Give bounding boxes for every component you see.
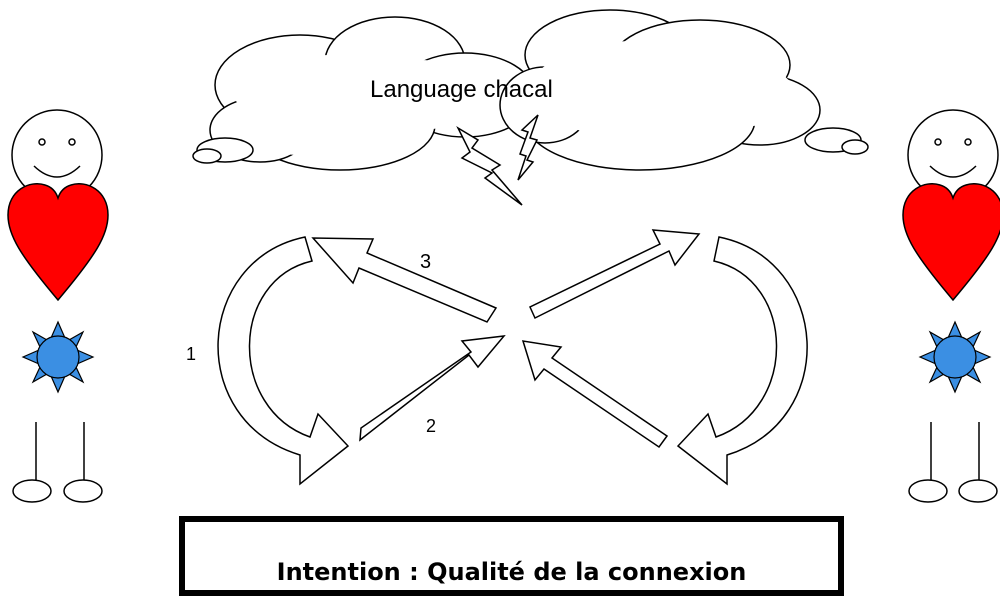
thought-cloud bbox=[192, 9, 869, 171]
lightning-bolt-icon bbox=[456, 126, 523, 206]
left-person-figure bbox=[7, 109, 109, 503]
heart-icon bbox=[7, 183, 109, 302]
right-foot bbox=[958, 479, 998, 503]
lightning-bolt-icon bbox=[517, 114, 539, 181]
cloud-label: Language chacal bbox=[370, 76, 553, 103]
sun-icon bbox=[918, 320, 992, 394]
curved-arrow-right bbox=[676, 236, 808, 486]
left-foot bbox=[908, 479, 948, 503]
right-person-figure bbox=[902, 109, 1000, 503]
sun-icon bbox=[21, 320, 95, 394]
step-label-1: 1 bbox=[186, 344, 196, 364]
straight-arrow-3 bbox=[311, 237, 498, 323]
left-foot bbox=[12, 479, 52, 503]
legs bbox=[908, 422, 998, 503]
curved-arrow-left bbox=[217, 236, 350, 486]
intention-box: Intention : Qualité de la connexion bbox=[179, 516, 844, 596]
step-label-2: 2 bbox=[426, 416, 436, 436]
step-label-3: 3 bbox=[420, 251, 431, 273]
intention-label: Intention : Qualité de la connexion bbox=[276, 558, 747, 586]
heart-icon bbox=[902, 183, 1000, 302]
straight-arrow-upper-right bbox=[529, 229, 701, 320]
straight-arrow-2 bbox=[359, 335, 506, 442]
legs bbox=[12, 422, 103, 503]
straight-arrow-lower-right bbox=[521, 340, 669, 449]
right-foot bbox=[63, 479, 103, 503]
